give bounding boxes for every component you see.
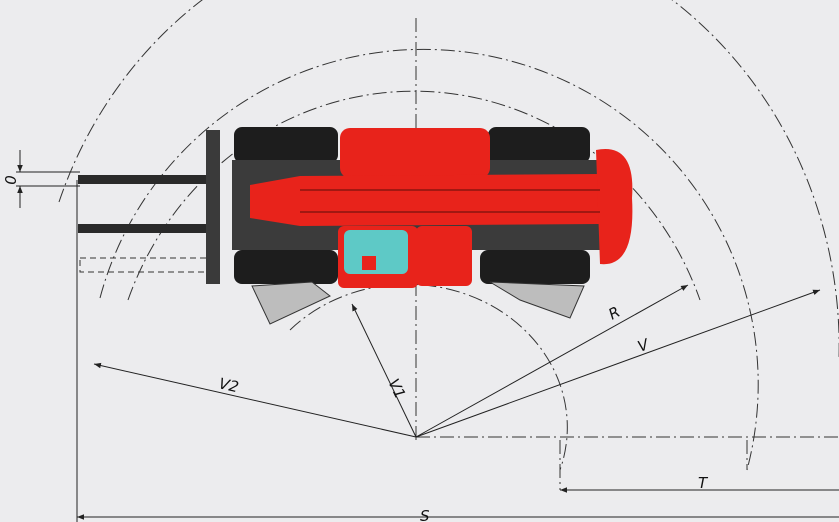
tyre-front-left xyxy=(234,127,338,163)
fork-dashed-position xyxy=(79,257,211,273)
label-r: R xyxy=(605,303,623,324)
fork-lower xyxy=(78,224,210,233)
rear-counterweight xyxy=(596,149,633,265)
dimension-o xyxy=(16,150,80,208)
counterweight-tank xyxy=(340,128,490,178)
engine-cover xyxy=(416,226,472,286)
label-v: V xyxy=(635,335,652,356)
tyre-rear-left xyxy=(488,127,590,163)
operator-seat xyxy=(362,256,376,270)
dimension-v1-line xyxy=(351,303,417,438)
tyre-front-right xyxy=(234,250,338,284)
label-o: 0 xyxy=(2,175,20,185)
machine-top-view xyxy=(78,127,633,325)
dimension-v2-line xyxy=(93,362,417,438)
dimension-v-line xyxy=(415,289,821,438)
fork-upper xyxy=(78,175,210,184)
tyre-turned-left xyxy=(251,281,331,325)
dimension-r-line xyxy=(415,284,689,438)
label-t: T xyxy=(698,474,709,492)
tyre-turned-right xyxy=(489,281,585,319)
arc-r xyxy=(127,90,701,301)
outer-arc xyxy=(58,0,839,360)
inner-arc xyxy=(289,283,568,471)
label-s: S xyxy=(420,507,430,522)
telescopic-boom xyxy=(250,174,600,226)
fork-carriage xyxy=(206,130,220,284)
tyre-rear-right xyxy=(480,250,590,284)
cab-glass xyxy=(344,230,408,274)
label-v2: V2 xyxy=(217,374,240,396)
